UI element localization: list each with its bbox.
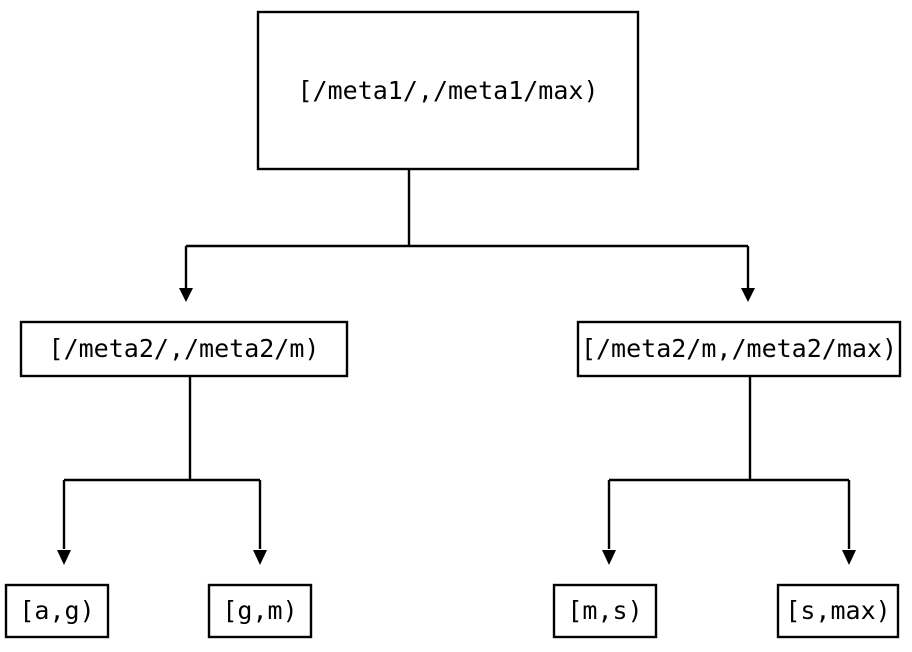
arrowhead-midright-to-leaf3 — [602, 550, 616, 565]
node-mid-left[interactable]: [/meta2/,/meta2/m) — [19, 320, 349, 378]
edge-midright-to-leaves-group — [602, 376, 856, 565]
node-leaf-3-box[interactable] — [552, 583, 658, 639]
edge-midleft-to-leaves-group — [57, 376, 267, 565]
arrowhead-midleft-to-leaf1 — [57, 550, 71, 565]
node-leaf-4-label: [s,max) — [785, 596, 890, 625]
node-leaf-1-box[interactable] — [4, 583, 110, 639]
node-leaf-1[interactable]: [a,g) — [4, 583, 110, 639]
node-mid-right[interactable]: [/meta2/m,/meta2/max) — [576, 320, 902, 378]
node-leaf-1-label: [a,g) — [19, 596, 94, 625]
node-leaf-2-box[interactable] — [207, 583, 313, 639]
node-leaf-2-label: [g,m) — [222, 596, 297, 625]
arrowhead-root-to-mid-right — [741, 288, 755, 302]
arrowhead-midleft-to-leaf2 — [253, 550, 267, 565]
node-leaf-4-box[interactable] — [776, 583, 900, 639]
node-mid-left-label: [/meta2/,/meta2/m) — [49, 334, 320, 363]
node-root-label: [/meta1/,/meta1/max) — [297, 76, 598, 105]
node-leaf-3-label: [m,s) — [567, 596, 642, 625]
node-mid-right-label: [/meta2/m,/meta2/max) — [581, 334, 897, 363]
node-root[interactable]: [/meta1/,/meta1/max) — [256, 10, 640, 171]
node-leaf-4[interactable]: [s,max) — [776, 583, 900, 639]
arrowhead-midright-to-leaf4 — [842, 550, 856, 565]
node-mid-right-box[interactable] — [576, 320, 902, 378]
node-root-box[interactable] — [256, 10, 640, 171]
arrowhead-root-to-mid-left — [179, 288, 193, 302]
node-leaf-2[interactable]: [g,m) — [207, 583, 313, 639]
node-mid-left-box[interactable] — [19, 320, 349, 378]
edge-root-to-mid-group — [179, 169, 755, 302]
node-leaf-3[interactable]: [m,s) — [552, 583, 658, 639]
